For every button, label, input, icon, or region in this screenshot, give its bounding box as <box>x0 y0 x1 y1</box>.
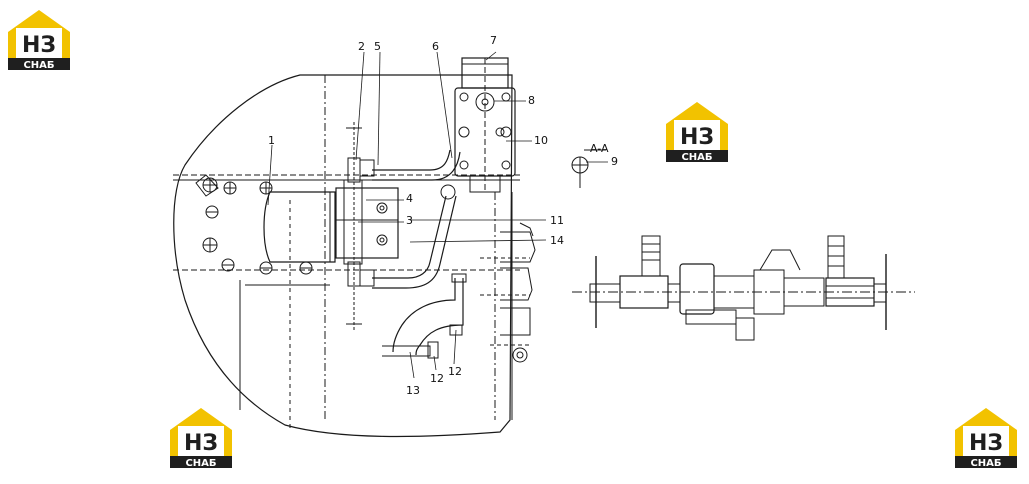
callout-3: 3 <box>406 214 413 227</box>
right-housing <box>480 192 536 420</box>
housing-bolts <box>195 174 313 275</box>
side-view-assembly <box>572 235 915 341</box>
callout-7: 7 <box>490 34 497 47</box>
callout-10: 10 <box>534 134 548 147</box>
logo-letters: НЗ <box>969 431 1003 456</box>
callout-9: 9 <box>611 155 618 168</box>
top-assembly <box>454 57 516 193</box>
brand-logo-bottom-right: НЗ СНАБ <box>955 408 1017 468</box>
section-aa-detail <box>571 149 606 188</box>
reservoir-cylinder <box>263 191 336 263</box>
callout-13: 13 <box>406 384 420 397</box>
logo-letters: НЗ <box>680 125 714 150</box>
callout-2: 2 <box>358 40 365 53</box>
callout-11: 11 <box>550 214 564 227</box>
callout-12-right: 12 <box>448 365 462 378</box>
lower-pipe <box>372 184 457 289</box>
callout-6: 6 <box>432 40 439 53</box>
leader-lines <box>267 51 608 379</box>
callout-12-left: 12 <box>430 372 444 385</box>
section-label: A-A <box>590 142 609 155</box>
brand-logo-middle-right: НЗ СНАБ <box>666 102 728 162</box>
logo-caption: СНАБ <box>970 458 1001 468</box>
logo-caption: СНАБ <box>23 60 54 70</box>
brand-logo-top-left: НЗ СНАБ <box>8 10 70 70</box>
valve-body <box>335 122 399 330</box>
logo-caption: СНАБ <box>681 152 712 162</box>
logo-letters: НЗ <box>184 431 218 456</box>
upper-pipe <box>372 149 461 181</box>
callout-5: 5 <box>374 40 381 53</box>
elbow-pipe <box>382 273 467 359</box>
logo-caption: СНАБ <box>185 458 216 468</box>
callout-4: 4 <box>406 192 413 205</box>
callouts: 1 2 5 3 4 6 7 8 10 11 14 A-A 9 13 12 12 <box>268 34 618 397</box>
callout-1: 1 <box>268 134 275 147</box>
brand-logo-bottom-left: НЗ СНАБ <box>170 408 232 468</box>
callout-14: 14 <box>550 234 564 247</box>
logo-letters: НЗ <box>22 33 56 58</box>
callout-8: 8 <box>528 94 535 107</box>
